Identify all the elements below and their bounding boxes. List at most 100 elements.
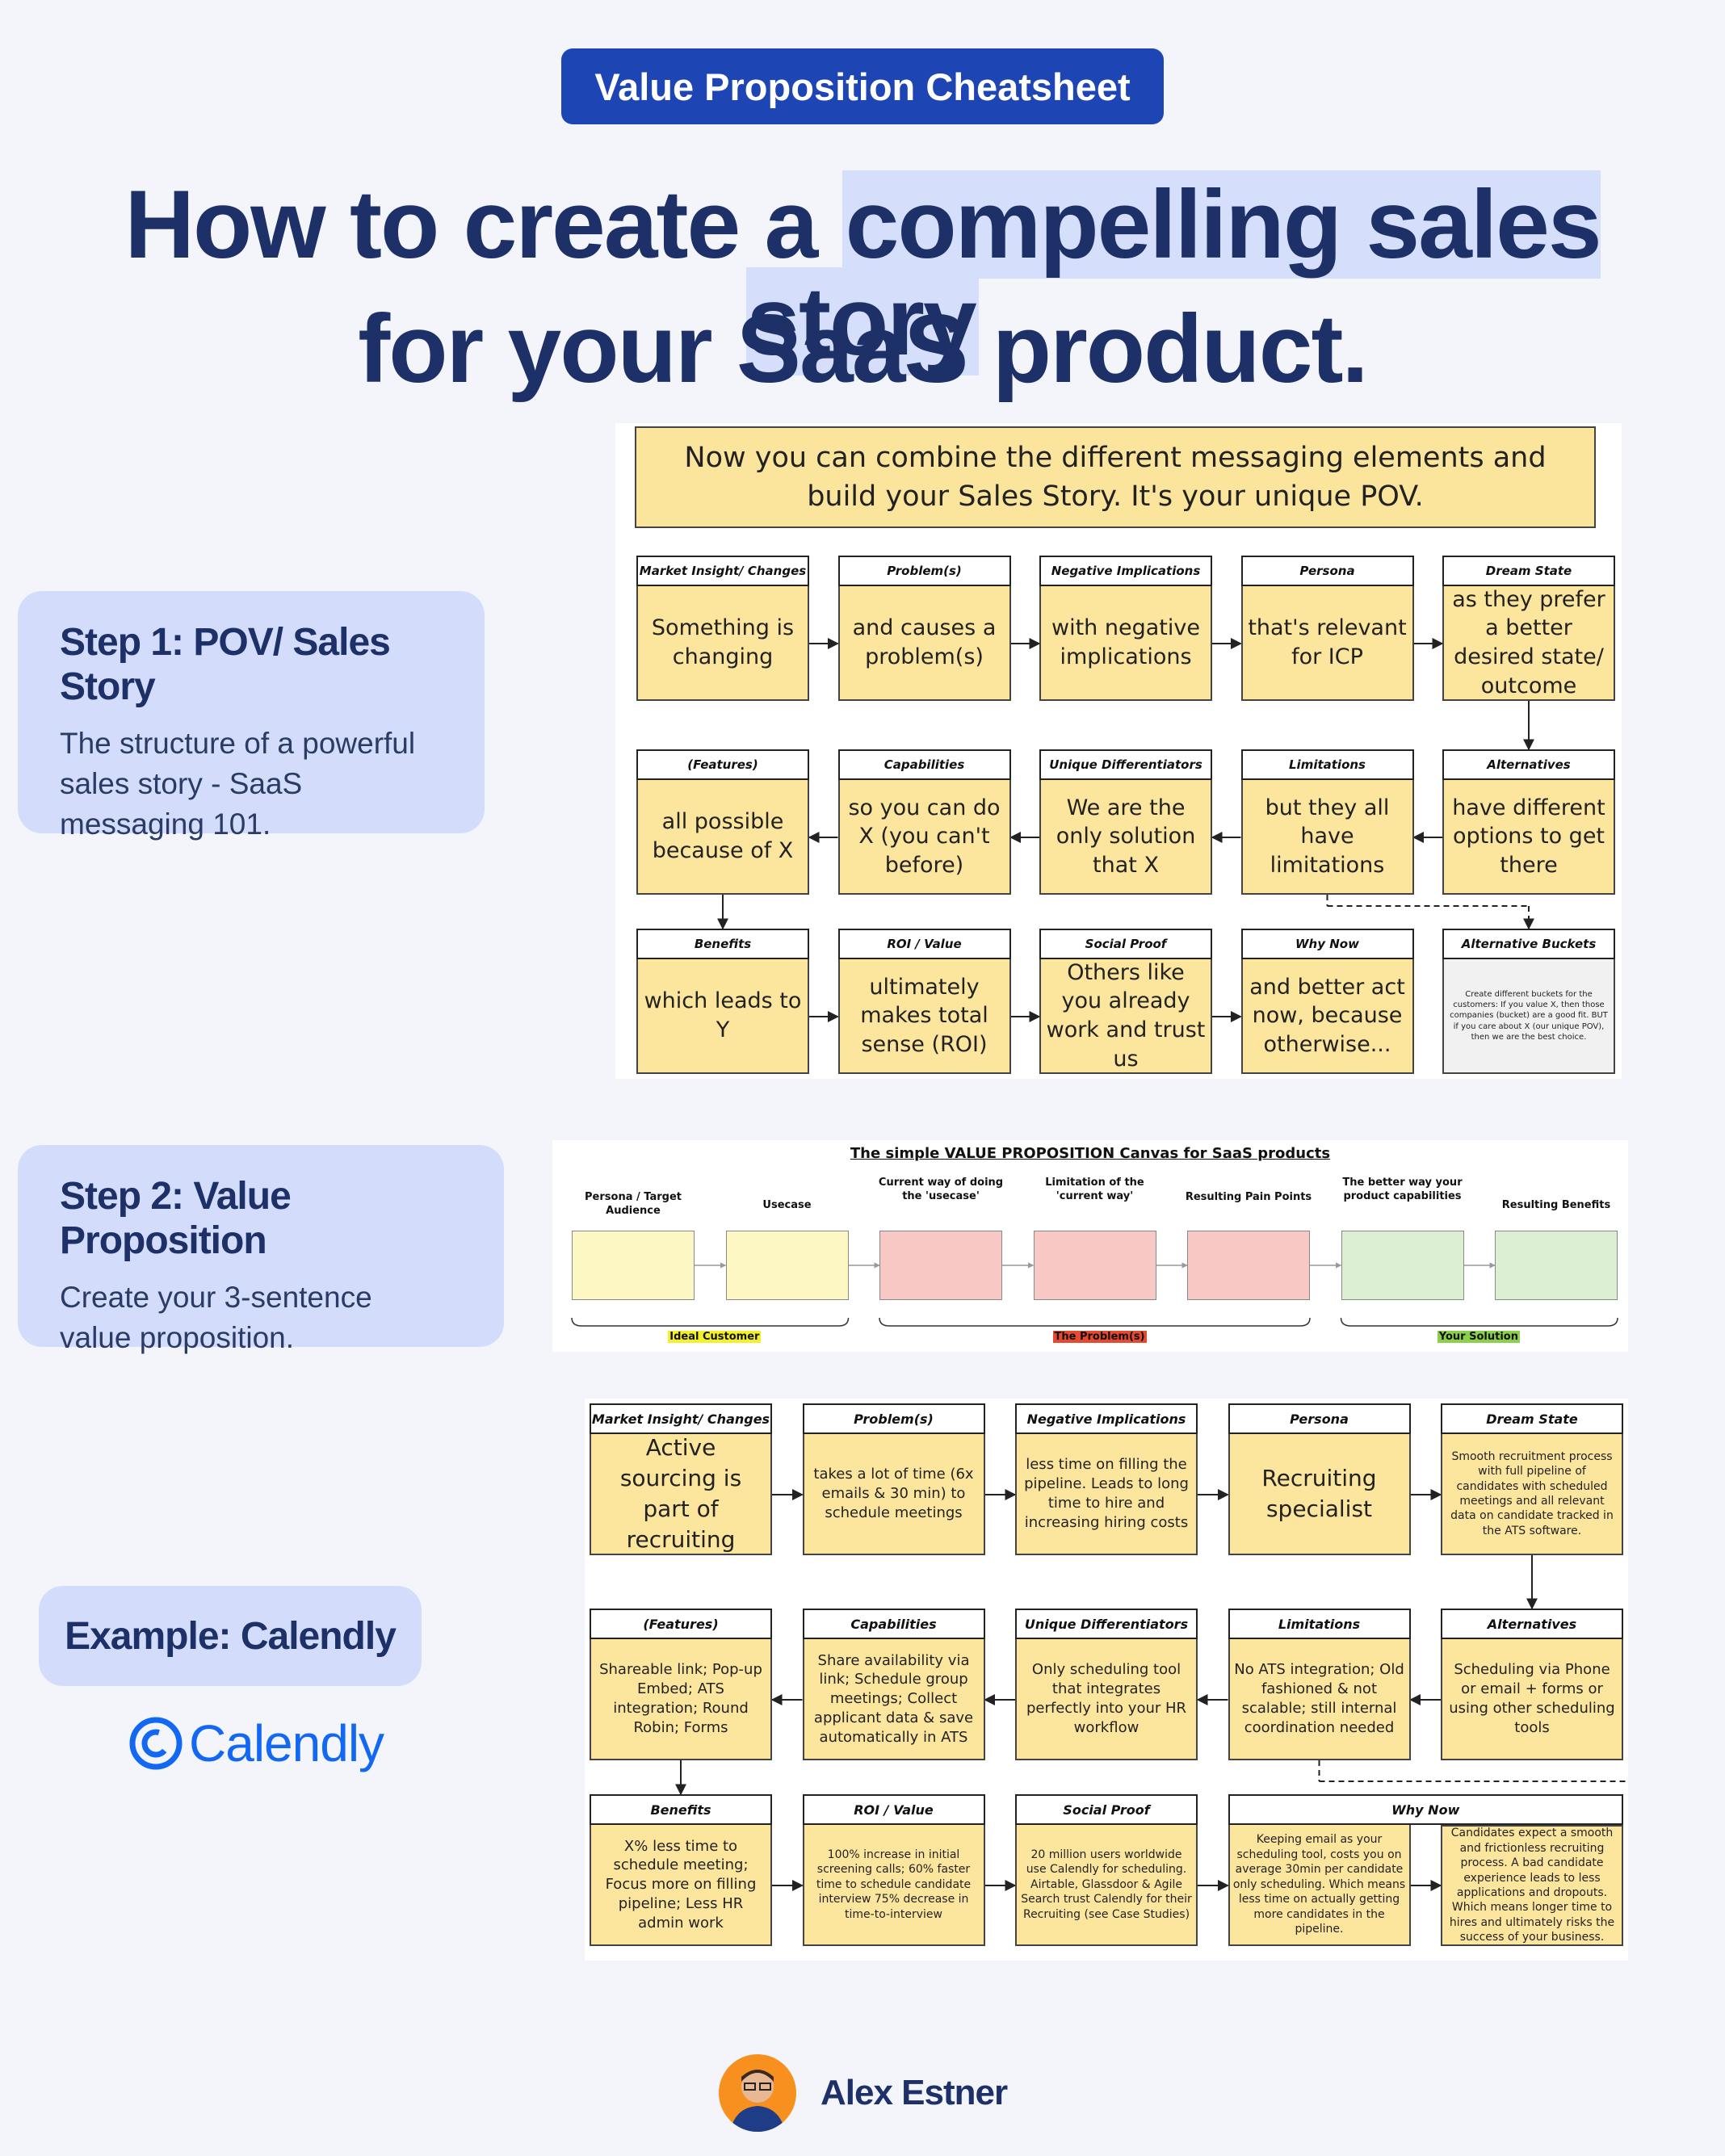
- card-body: X% less time to schedule meeting; Focus …: [590, 1825, 772, 1946]
- card-header: (Features): [636, 749, 809, 780]
- card-body: Recruiting specialist: [1228, 1434, 1411, 1555]
- headline-highlight: compelling sales story: [746, 170, 1602, 375]
- canvas-box-4[interactable]: [1033, 1231, 1156, 1300]
- card-body: Keeping email as your scheduling tool, c…: [1228, 1825, 1411, 1946]
- card-header: Alternative Buckets: [1442, 929, 1615, 959]
- card-problem-s: Problem(s)and causes a problem(s): [837, 556, 1011, 701]
- card-header: Limitations: [1228, 1609, 1411, 1639]
- canvas-box-1[interactable]: [572, 1231, 695, 1300]
- card-header: Alternatives: [1442, 749, 1615, 780]
- card-header: Social Proof: [1039, 929, 1212, 959]
- card-body: We are the only solution that X: [1039, 780, 1212, 895]
- card-header: Negative Implications: [1039, 556, 1212, 586]
- card-problem-s: Problem(s)takes a lot of time (6x emails…: [802, 1403, 985, 1555]
- card-body: Share availability via link; Schedule gr…: [802, 1639, 985, 1760]
- canvas-column-label: Usecase: [762, 1199, 812, 1211]
- canvas-bracket: [879, 1317, 1311, 1327]
- canvas-title: The simple VALUE PROPOSITION Canvas for …: [850, 1145, 1331, 1162]
- card-body: but they all have limitations: [1240, 780, 1414, 895]
- canvas-box-3[interactable]: [879, 1231, 1002, 1300]
- card-header: Problem(s): [837, 556, 1011, 586]
- canvas-box-6[interactable]: [1341, 1231, 1464, 1300]
- card-header: Dream State: [1442, 556, 1615, 586]
- card-body: less time on filling the pipeline. Leads…: [1015, 1434, 1198, 1555]
- story-arrows: [717, 638, 1534, 1022]
- step-1-title: Step 1: POV/ Sales Story: [60, 621, 391, 708]
- canvas-column-label: Persona / Target Audience: [585, 1191, 682, 1217]
- card-header: ROI / Value: [802, 1794, 985, 1825]
- card-body: Something is changing: [636, 586, 809, 701]
- canvas-column-label: Limitation of the 'current way': [1045, 1177, 1144, 1202]
- step-1-description: The structure of a powerful sales story …: [60, 727, 416, 841]
- example-label: Example: Calendly: [39, 1586, 422, 1686]
- card-header: Why Now: [1228, 1794, 1623, 1825]
- card-body: and causes a problem(s): [837, 586, 1011, 701]
- card-body: which leads to Y: [636, 959, 809, 1074]
- card-features: (Features)Shareable link; Pop-up Embed; …: [590, 1609, 772, 1760]
- card-body: and better act now, because otherwise...: [1240, 959, 1414, 1074]
- card-body: with negative implications: [1039, 586, 1212, 701]
- headline-line-2: for your SaaS product.: [358, 295, 1369, 403]
- author: Alex Estner: [719, 2054, 1008, 2132]
- card-body: Shareable link; Pop-up Embed; ATS integr…: [590, 1639, 772, 1760]
- cheatsheet-badge: Value Proposition Cheatsheet: [561, 48, 1164, 124]
- canvas-group-label: Your Solution: [1437, 1331, 1520, 1343]
- card-header: Persona: [1228, 1403, 1411, 1434]
- canvas-column-label: Resulting Pain Points: [1185, 1191, 1312, 1203]
- card-body: No ATS integration; Old fashioned & not …: [1228, 1639, 1411, 1760]
- card-header: Dream State: [1441, 1403, 1623, 1434]
- card-header: Market Insight/ Changes: [590, 1403, 772, 1434]
- canvas-box-5[interactable]: [1187, 1231, 1310, 1300]
- card-header: Alternatives: [1441, 1609, 1623, 1639]
- card-body: that's relevant for ICP: [1240, 586, 1414, 701]
- card-header: Problem(s): [802, 1403, 985, 1434]
- card-body: Active sourcing is part of recruiting: [590, 1434, 772, 1555]
- card-body: Candidates expect a smooth and frictionl…: [1441, 1825, 1623, 1946]
- card-header: Market Insight/ Changes: [636, 556, 809, 586]
- card-body: takes a lot of time (6x emails & 30 min)…: [802, 1434, 985, 1555]
- card-body: ultimately makes total sense (ROI): [837, 959, 1011, 1074]
- sales-story-intro: Now you can combine the different messag…: [635, 426, 1596, 528]
- card-header: Benefits: [590, 1794, 772, 1825]
- canvas-column-label: Current way of doing the 'usecase': [878, 1177, 1004, 1202]
- headline-line-1: How to create a compelling sales story: [0, 170, 1725, 375]
- card-header: Benefits: [636, 929, 809, 959]
- card-header: Negative Implications: [1015, 1403, 1198, 1434]
- card-body: Others like you already work and trust u…: [1039, 959, 1212, 1074]
- card-body: so you can do X (you can't before): [837, 780, 1011, 895]
- card-header: ROI / Value: [837, 929, 1011, 959]
- canvas-box-7[interactable]: [1495, 1231, 1618, 1300]
- sales-story-diagram: Now you can combine the different messag…: [615, 423, 1622, 1079]
- card-header: Unique Differentiators: [1039, 749, 1212, 780]
- card-body: Only scheduling tool that integrates per…: [1015, 1639, 1198, 1760]
- canvas-box-2[interactable]: [725, 1231, 849, 1300]
- card-header: Capabilities: [837, 749, 1011, 780]
- headline-prefix: How to create a: [124, 170, 842, 279]
- canvas-column-label: Resulting Benefits: [1501, 1199, 1611, 1211]
- canvas-arrows: [571, 1262, 1618, 1327]
- calendly-logo-icon: [129, 1717, 183, 1770]
- canvas-bracket: [571, 1317, 850, 1327]
- canvas-column-label: The better way your product capabilities: [1342, 1177, 1463, 1202]
- canvas-group-label: The Problem(s): [1052, 1331, 1147, 1343]
